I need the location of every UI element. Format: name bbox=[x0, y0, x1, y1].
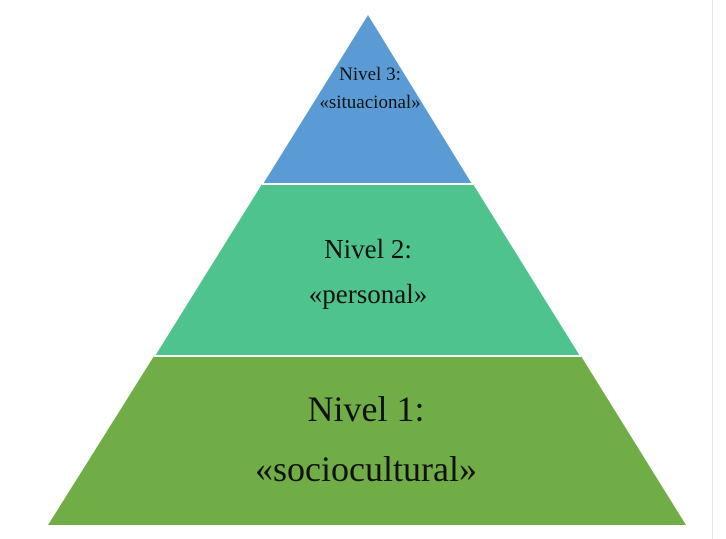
pyramid-tier-level-3 bbox=[263, 15, 472, 184]
page-edge-rule bbox=[712, 0, 713, 539]
level-1-subtitle: «sociocultural» bbox=[255, 449, 477, 489]
pyramid-tier-level-2 bbox=[155, 184, 580, 356]
level-2-subtitle: «personal» bbox=[309, 279, 427, 309]
level-1-title: Nivel 1: bbox=[308, 389, 425, 429]
pyramid-tier-level-1 bbox=[48, 356, 686, 525]
level-2-title: Nivel 2: bbox=[324, 234, 412, 264]
level-3-title: Nivel 3: bbox=[339, 64, 401, 85]
level-3-subtitle: «situacional» bbox=[319, 92, 420, 113]
